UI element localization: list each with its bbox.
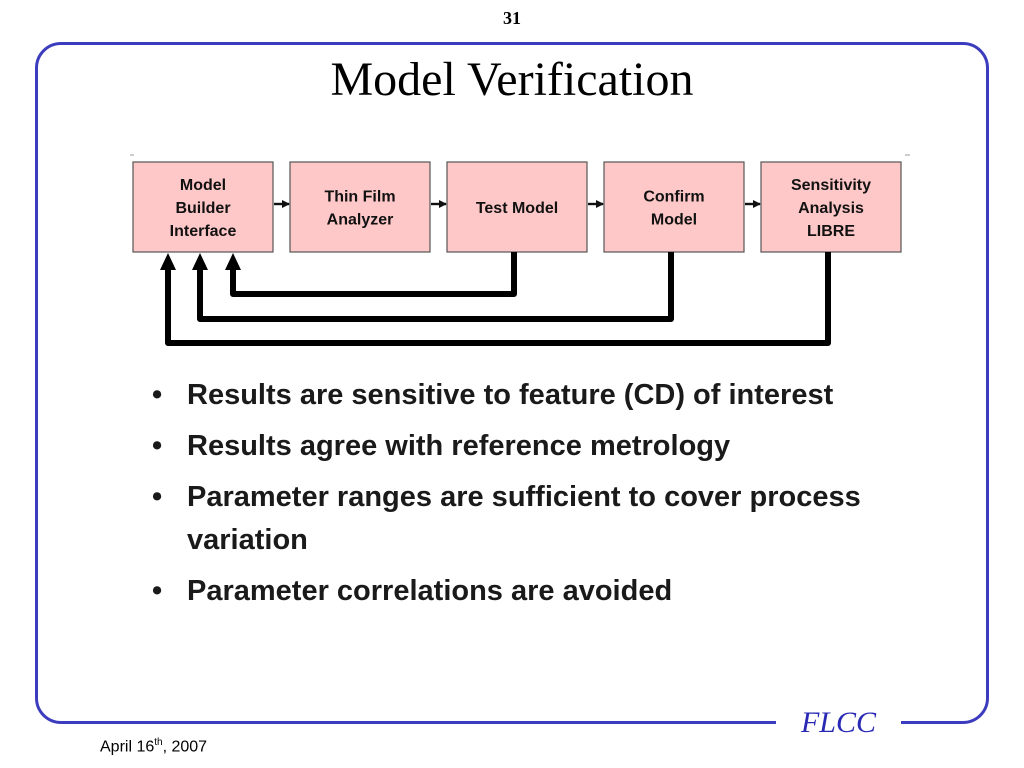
footer-date: April 16th, 2007 [100, 737, 207, 756]
feedback-loop-line [197, 252, 674, 322]
bullet-item: • Parameter correlations are avoided [148, 570, 928, 613]
bullet-dot-icon: • [152, 379, 163, 411]
bullet-dot-icon: • [152, 481, 163, 513]
flow-box-label: Test Model [476, 200, 558, 217]
bullet-item: • Results are sensitive to feature (CD) o… [148, 374, 928, 417]
feedback-loop-line [230, 252, 517, 297]
bullet-text: Parameter ranges are sufficient to cover… [187, 481, 861, 556]
bullet-text: Parameter correlations are avoided [187, 575, 673, 607]
flow-box-label: Interface [170, 223, 237, 240]
feedback-arrowhead-icon [225, 253, 241, 270]
slide-frame [35, 42, 989, 724]
bullet-dot-icon: • [152, 575, 163, 607]
page-number: 31 [503, 8, 521, 28]
flow-box-label: Sensitivity [791, 177, 871, 194]
feedback-arrowhead-icon [192, 253, 208, 270]
bullet-item: • Results agree with reference metrology [148, 425, 928, 468]
feedback-loop-line [165, 252, 831, 346]
flow-box-rect [289, 161, 431, 253]
feedback-arrowhead-icon [160, 253, 176, 270]
flow-box-rect [446, 161, 588, 253]
page-title: Model Verification [330, 53, 694, 106]
flcc-logo: FLCC [776, 703, 901, 743]
flow-box-label: Model [651, 212, 697, 229]
bullet-list: • Results are sensitive to feature (CD) o… [148, 374, 928, 621]
flow-box-label: Model [180, 177, 226, 194]
flow-box-label: Analyzer [327, 212, 394, 229]
bullet-text: Results are sensitive to feature (CD) of… [187, 379, 834, 411]
flow-box-test-model: Test Model [446, 161, 588, 253]
flow-box-rect [760, 161, 902, 253]
flow-box-label: Builder [175, 200, 230, 217]
flow-box-rect [603, 161, 745, 253]
flow-box-label: Thin Film [324, 189, 395, 206]
flow-box-label: Confirm [643, 189, 704, 206]
footer-date-suffix: , 2007 [162, 738, 208, 756]
bullet-item: • Parameter ranges are sufficient to cove… [148, 476, 928, 562]
flow-box-label: LIBRE [807, 223, 855, 240]
flow-box-rect [132, 161, 274, 253]
bullet-text: Results agree with reference metrology [187, 430, 731, 462]
footer-date-prefix: April 16 [100, 738, 155, 756]
flow-box-label: Analysis [798, 200, 864, 217]
footer-date-superscript: th [154, 737, 163, 748]
bullet-dot-icon: • [152, 430, 163, 462]
